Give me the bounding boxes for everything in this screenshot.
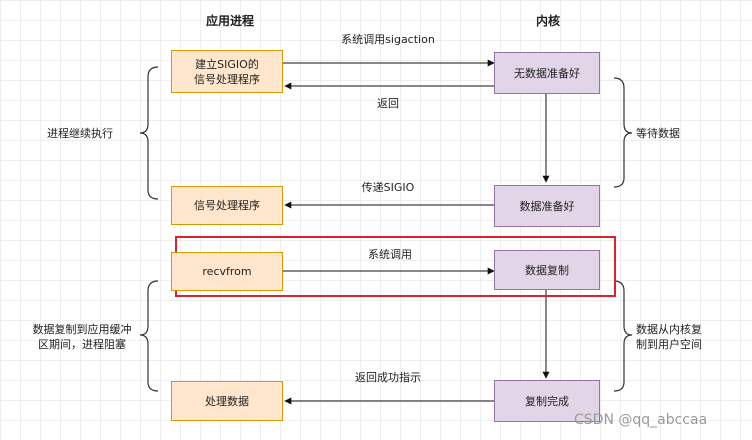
- box-recvfrom: recvfrom: [171, 252, 283, 291]
- box-no-data-ready: 无数据准备好: [494, 52, 600, 94]
- label-process-continues: 进程继续执行: [47, 127, 113, 140]
- brace-wait-data: [613, 77, 633, 188]
- box-process-data: 处理数据: [171, 381, 283, 421]
- label-wait-data: 等待数据: [636, 127, 680, 140]
- label-syscall: 系统调用: [368, 248, 412, 261]
- label-return-success: 返回成功指示: [355, 371, 421, 384]
- label-blocked: 数据复制到应用缓冲 区期间，进程阻塞: [32, 323, 132, 351]
- label-return: 返回: [377, 97, 399, 110]
- box-data-ready: 数据准备好: [494, 185, 600, 227]
- label-deliver-sigio: 传递SIGIO: [361, 181, 415, 194]
- box-signal-handler: 信号处理程序: [171, 186, 283, 225]
- watermark: CSDN @qq_abccaa: [574, 412, 708, 428]
- label-copy-kernel-user: 数据从内核复 制到用户空间: [636, 323, 702, 351]
- brace-blocked: [139, 280, 159, 392]
- kernel-header: 内核: [535, 14, 560, 28]
- label-sigaction-call: 系统调用sigaction: [341, 33, 435, 46]
- box-create-sigio-handler: 建立SIGIO的 信号处理程序: [171, 50, 283, 93]
- brace-copy-kernel-user: [613, 280, 633, 392]
- app-process-header: 应用进程: [205, 14, 254, 28]
- box-copy-done: 复制完成: [494, 380, 600, 422]
- box-copy-data: 数据复制: [494, 250, 600, 290]
- brace-process-continues: [139, 66, 159, 200]
